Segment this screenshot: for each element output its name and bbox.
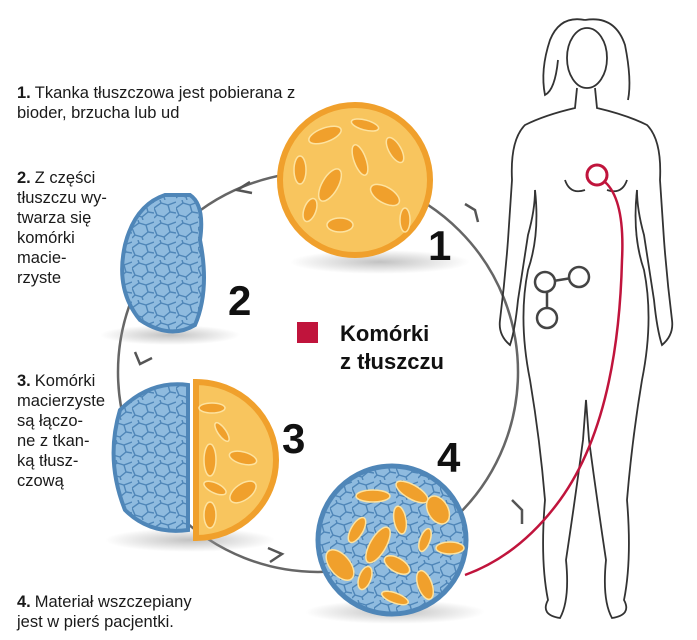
step-3-caption: 3.Komórki macierzyste są łączo- ne z tka… — [17, 371, 105, 491]
step-text-line: macierzyste — [17, 392, 106, 410]
step-text-line: macie- — [17, 249, 67, 267]
step-text-line: twarza się — [17, 209, 92, 227]
breast-target-icon — [585, 163, 609, 187]
diagram-number-2: 2 — [228, 277, 252, 324]
step-text-line: rzyste — [17, 269, 62, 287]
step-text-line: Materiał wszczepiany — [34, 593, 192, 611]
stem-cell-blob — [120, 193, 206, 334]
legend-label: Komórki z tłuszczu — [340, 320, 444, 376]
diagram-number-3: 3 — [282, 415, 306, 462]
step-text-line: Z części — [34, 169, 96, 187]
step-text-line: komórki — [17, 229, 75, 247]
step-number: 4. — [17, 593, 31, 611]
step-text: Tkanka tłuszczowa jest pobierana z biode… — [17, 84, 296, 122]
legend-line: z tłuszczu — [340, 349, 444, 374]
step-4-caption: 4.Materiał wszczepiany jest w pierś pacj… — [17, 592, 192, 632]
woman-figure — [498, 18, 674, 619]
step-text-line: są łączo- — [17, 412, 84, 430]
step-text-line: jest w pierś pacjentki. — [17, 613, 174, 631]
fat-tissue-circle — [277, 102, 433, 258]
mixed-tissue-circle — [315, 463, 469, 617]
step-number: 2. — [17, 169, 31, 187]
step-2-caption: 2.Z części tłuszczu wy- twarza się komór… — [17, 168, 107, 288]
step-text-line: czową — [17, 472, 64, 490]
cycle-arrows — [133, 180, 524, 564]
step-number: 3. — [17, 372, 31, 390]
diagram-number-1: 1 — [428, 222, 452, 269]
step-text-line: ne z tkan- — [17, 432, 90, 450]
legend-line: Komórki — [340, 321, 430, 346]
injection-line — [464, 181, 624, 577]
step-text-line: tłuszczu wy- — [17, 189, 107, 207]
step-1-caption: 1.Tkanka tłuszczowa jest pobierana z bio… — [17, 83, 347, 123]
step-text-line: ką tłusz- — [17, 452, 79, 470]
combined-tissue — [111, 378, 279, 542]
diagram-number-4: 4 — [437, 434, 461, 481]
step-number: 1. — [17, 84, 31, 102]
legend-swatch — [297, 322, 318, 343]
hip-extraction-symbol — [533, 265, 591, 330]
step-text-line: Komórki — [34, 372, 96, 390]
